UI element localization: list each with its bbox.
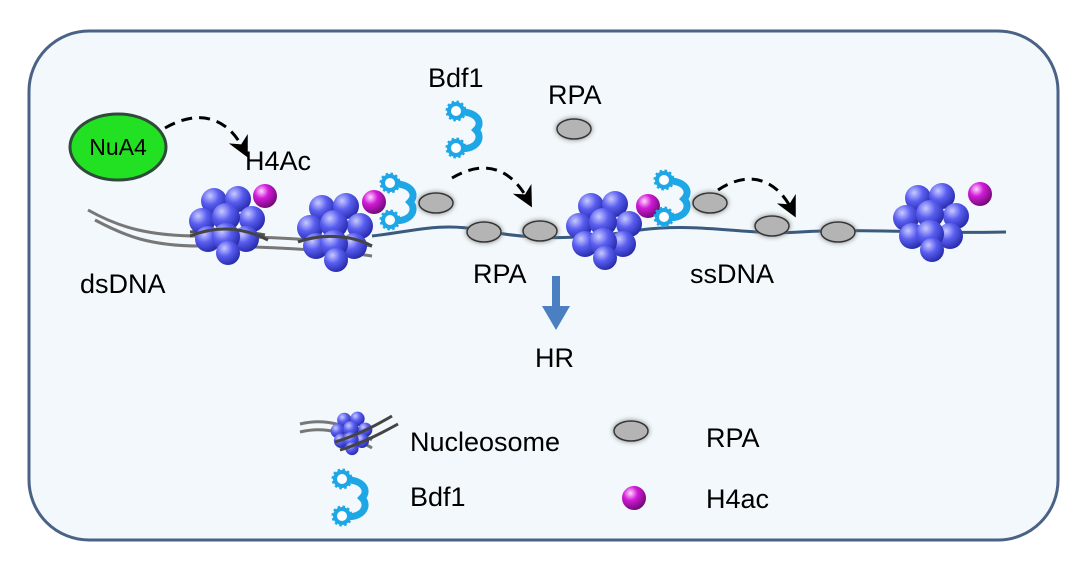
rpa-label-mid: RPA [473,259,527,289]
arrow-rpa-loading-1 [451,166,532,208]
h4ac-mark [968,182,992,206]
hr-arrow [542,276,570,330]
legend-h4ac-label: H4ac [706,484,769,514]
rpa [467,222,501,242]
hr-label: HR [535,343,574,373]
legend-nucleosome-label: Nucleosome [410,427,560,457]
rpa [523,221,557,241]
dsdna-wrap [189,227,373,248]
rpa [821,222,855,242]
h4ac-mark [253,184,277,208]
ssdna-label: ssDNA [690,259,774,289]
bdf1-label: Bdf1 [428,63,484,93]
rpa [693,193,727,213]
h4ac-label: H4Ac [245,146,311,176]
legend-bdf1-label: Bdf1 [410,482,466,512]
rpa-free [557,119,591,139]
h4ac-mark [362,190,386,214]
nua4-ellipse [68,112,168,182]
nua4-label: NuA4 [89,134,147,160]
rpa [419,193,453,213]
rpa-label-top: RPA [548,80,602,110]
legend-rpa-icon [614,421,648,441]
arrow-rpa-loading-2 [717,177,796,218]
legend-nucleosome-icon [299,411,399,456]
ssdna-strand [371,225,1007,240]
legend-rpa-label: RPA [706,423,760,453]
panel-border [27,29,1060,542]
dsdna-label: dsDNA [80,269,166,299]
legend-h4ac-icon [622,486,646,510]
rpa [755,216,789,236]
legend: Nucleosome RPA Bdf1 H4ac [299,411,769,526]
